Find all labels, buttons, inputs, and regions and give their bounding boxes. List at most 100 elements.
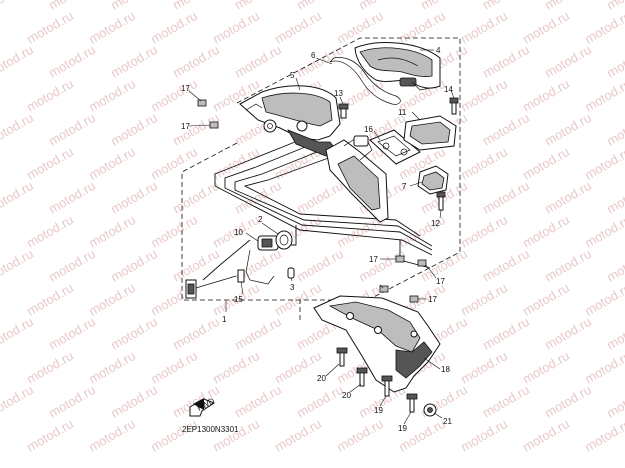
wiring-harness xyxy=(202,139,433,281)
watermark-text: motod.ru xyxy=(272,8,324,47)
watermark-text: motod.ru xyxy=(480,42,532,81)
callout-6: 6 xyxy=(311,51,316,60)
watermark-text: motod.ru xyxy=(520,416,572,455)
watermark-text: motod.ru xyxy=(170,246,222,285)
watermark-text: motod.ru xyxy=(86,348,138,387)
watermark-text: motod.ru xyxy=(24,76,76,115)
watermark-text: motod.ru xyxy=(418,0,470,13)
callout-20-b: 20 xyxy=(342,391,351,400)
license-bracket-part xyxy=(325,135,389,223)
watermark-text: motod.ru xyxy=(604,314,625,353)
watermark-text: motod.ru xyxy=(210,416,262,455)
watermark-text: motod.ru xyxy=(232,382,284,421)
watermark-text: motod.ru xyxy=(520,212,572,251)
watermark-text: motod.ru xyxy=(458,8,510,47)
callout-21: 21 xyxy=(443,417,452,426)
watermark-text: motod.ru xyxy=(272,416,324,455)
watermark-text: motod.ru xyxy=(582,76,625,115)
callout-15: 15 xyxy=(234,295,243,304)
watermark-text: motod.ru xyxy=(458,348,510,387)
watermark-text: motod.ru xyxy=(396,8,448,47)
watermark-text: motod.ru xyxy=(170,110,222,149)
watermark-text: motod.ru xyxy=(108,382,160,421)
watermark-text: motod.ru xyxy=(24,8,76,47)
watermark-text: motod.ru xyxy=(86,416,138,455)
callout-17-c: 17 xyxy=(369,255,378,264)
watermark-text: motod.ru xyxy=(148,212,200,251)
callout-19-b: 19 xyxy=(398,424,407,433)
assembly-boundary xyxy=(181,37,461,301)
watermark-text: motod.ru xyxy=(0,382,36,421)
watermark-text: motod.ru xyxy=(232,314,284,353)
watermark-text: motod.ru xyxy=(24,144,76,183)
watermark-text: motod.ru xyxy=(480,110,532,149)
watermark-text: motod.ru xyxy=(542,314,594,353)
watermark-text: motod.ru xyxy=(170,178,222,217)
watermark-text: motod.ru xyxy=(46,0,98,13)
watermark-text: motod.ru xyxy=(108,42,160,81)
watermark-text: motod.ru xyxy=(108,178,160,217)
watermark-text: motod.ru xyxy=(458,212,510,251)
watermark-text: motod.ru xyxy=(46,110,98,149)
watermark-text: motod.ru xyxy=(24,416,76,455)
screw-14-part xyxy=(449,97,459,115)
watermark-text: motod.ru xyxy=(294,0,346,13)
watermark-text: motod.ru xyxy=(334,416,386,455)
watermark-text: motod.ru xyxy=(0,42,36,81)
watermark-text: motod.ru xyxy=(458,416,510,455)
callout-17-a: 17 xyxy=(181,84,190,93)
watermark-text: motod.ru xyxy=(86,8,138,47)
callout-19-a: 19 xyxy=(374,406,383,415)
watermark-text: motod.ru xyxy=(108,0,160,13)
watermark-text: motod.ru xyxy=(148,348,200,387)
watermark-text: motod.ru xyxy=(520,76,572,115)
watermark-text: motod.ru xyxy=(582,144,625,183)
tail-cover-part xyxy=(354,42,441,91)
watermark-text: motod.ru xyxy=(604,382,625,421)
watermark-text: motod.ru xyxy=(604,110,625,149)
watermark-text: motod.ru xyxy=(356,0,408,13)
callout-2: 2 xyxy=(258,215,263,224)
watermark-text: motod.ru xyxy=(0,314,36,353)
watermark-text: motod.ru xyxy=(86,212,138,251)
bulb-3-part xyxy=(287,267,295,279)
watermark-text: motod.ru xyxy=(210,144,262,183)
callout-10: 10 xyxy=(234,228,243,237)
callout-16: 16 xyxy=(364,125,373,134)
watermark-text: motod.ru xyxy=(520,348,572,387)
license-light-11-part xyxy=(403,115,457,151)
callout-11: 11 xyxy=(398,108,407,117)
watermark-text: motod.ru xyxy=(604,246,625,285)
watermark-text: motod.ru xyxy=(480,314,532,353)
watermark-text: motod.ru xyxy=(0,110,36,149)
watermark-text: motod.ru xyxy=(232,0,284,13)
watermark-text: motod.ru xyxy=(458,144,510,183)
callout-20-a: 20 xyxy=(317,374,326,383)
watermark-text: motod.ru xyxy=(0,0,36,13)
watermark-text: motod.ru xyxy=(170,314,222,353)
watermark-text: motod.ru xyxy=(542,178,594,217)
watermark-text: motod.ru xyxy=(458,76,510,115)
gasket-part xyxy=(329,57,401,105)
callout-12: 12 xyxy=(431,219,440,228)
callout-7: 7 xyxy=(402,182,407,191)
watermark-text: motod.ru xyxy=(108,246,160,285)
watermark-text: motod.ru xyxy=(542,110,594,149)
watermark-text: motod.ru xyxy=(604,178,625,217)
bulb-socket-10-part xyxy=(257,230,293,251)
watermark-text: motod.ru xyxy=(294,246,346,285)
nut-21-part xyxy=(423,403,437,417)
watermark-text: motod.ru xyxy=(582,212,625,251)
bolt-13-part xyxy=(338,103,349,119)
watermark-text: motod.ru xyxy=(46,42,98,81)
watermark-text: motod.ru xyxy=(480,382,532,421)
watermark-text: motod.ru xyxy=(604,42,625,81)
watermark-text: motod.ru xyxy=(520,8,572,47)
lens-plate-16-part xyxy=(369,129,421,165)
watermark-text: motod.ru xyxy=(210,8,262,47)
callout-14: 14 xyxy=(444,85,453,94)
watermark-text: motod.ru xyxy=(582,280,625,319)
watermark-text: motod.ru xyxy=(480,0,532,13)
